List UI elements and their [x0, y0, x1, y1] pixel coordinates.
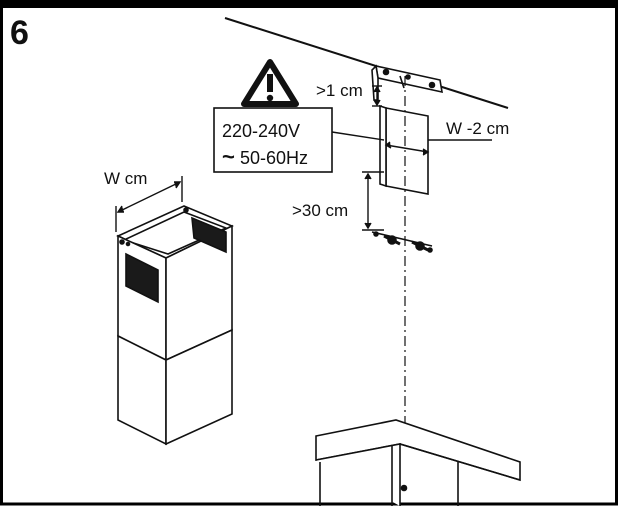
wall-screws	[371, 231, 433, 253]
bracket-width-label: W -2 cm	[446, 119, 509, 138]
voltage-label: 220-240V	[222, 121, 300, 141]
vent-slot-left	[125, 252, 159, 304]
chimney-width-label: W cm	[104, 169, 147, 188]
top-header-bar	[0, 0, 618, 8]
vent-slot-right	[191, 216, 227, 254]
warning-triangle-icon	[241, 59, 299, 107]
step-number: 6	[10, 14, 29, 52]
gap-bracket-label: >30 cm	[292, 201, 348, 220]
frequency-label: 50-60Hz	[240, 148, 308, 168]
power-warning-box	[213, 107, 333, 173]
chimney-flue	[116, 205, 234, 446]
bracket-plate	[379, 104, 429, 195]
gap-top-dimension	[372, 85, 382, 107]
ac-symbol: ~	[222, 144, 235, 169]
hood-top	[315, 419, 521, 506]
gap-top-label: >1 cm	[316, 81, 363, 100]
bracket-width-dimension	[384, 139, 492, 156]
power-warning: 220-240V ~ 50-60Hz	[213, 107, 385, 173]
diagram-border	[0, 4, 618, 506]
gap-bracket-dimension	[362, 171, 384, 231]
ceiling-line	[224, 17, 509, 109]
chimney-width-dimension	[115, 176, 183, 232]
